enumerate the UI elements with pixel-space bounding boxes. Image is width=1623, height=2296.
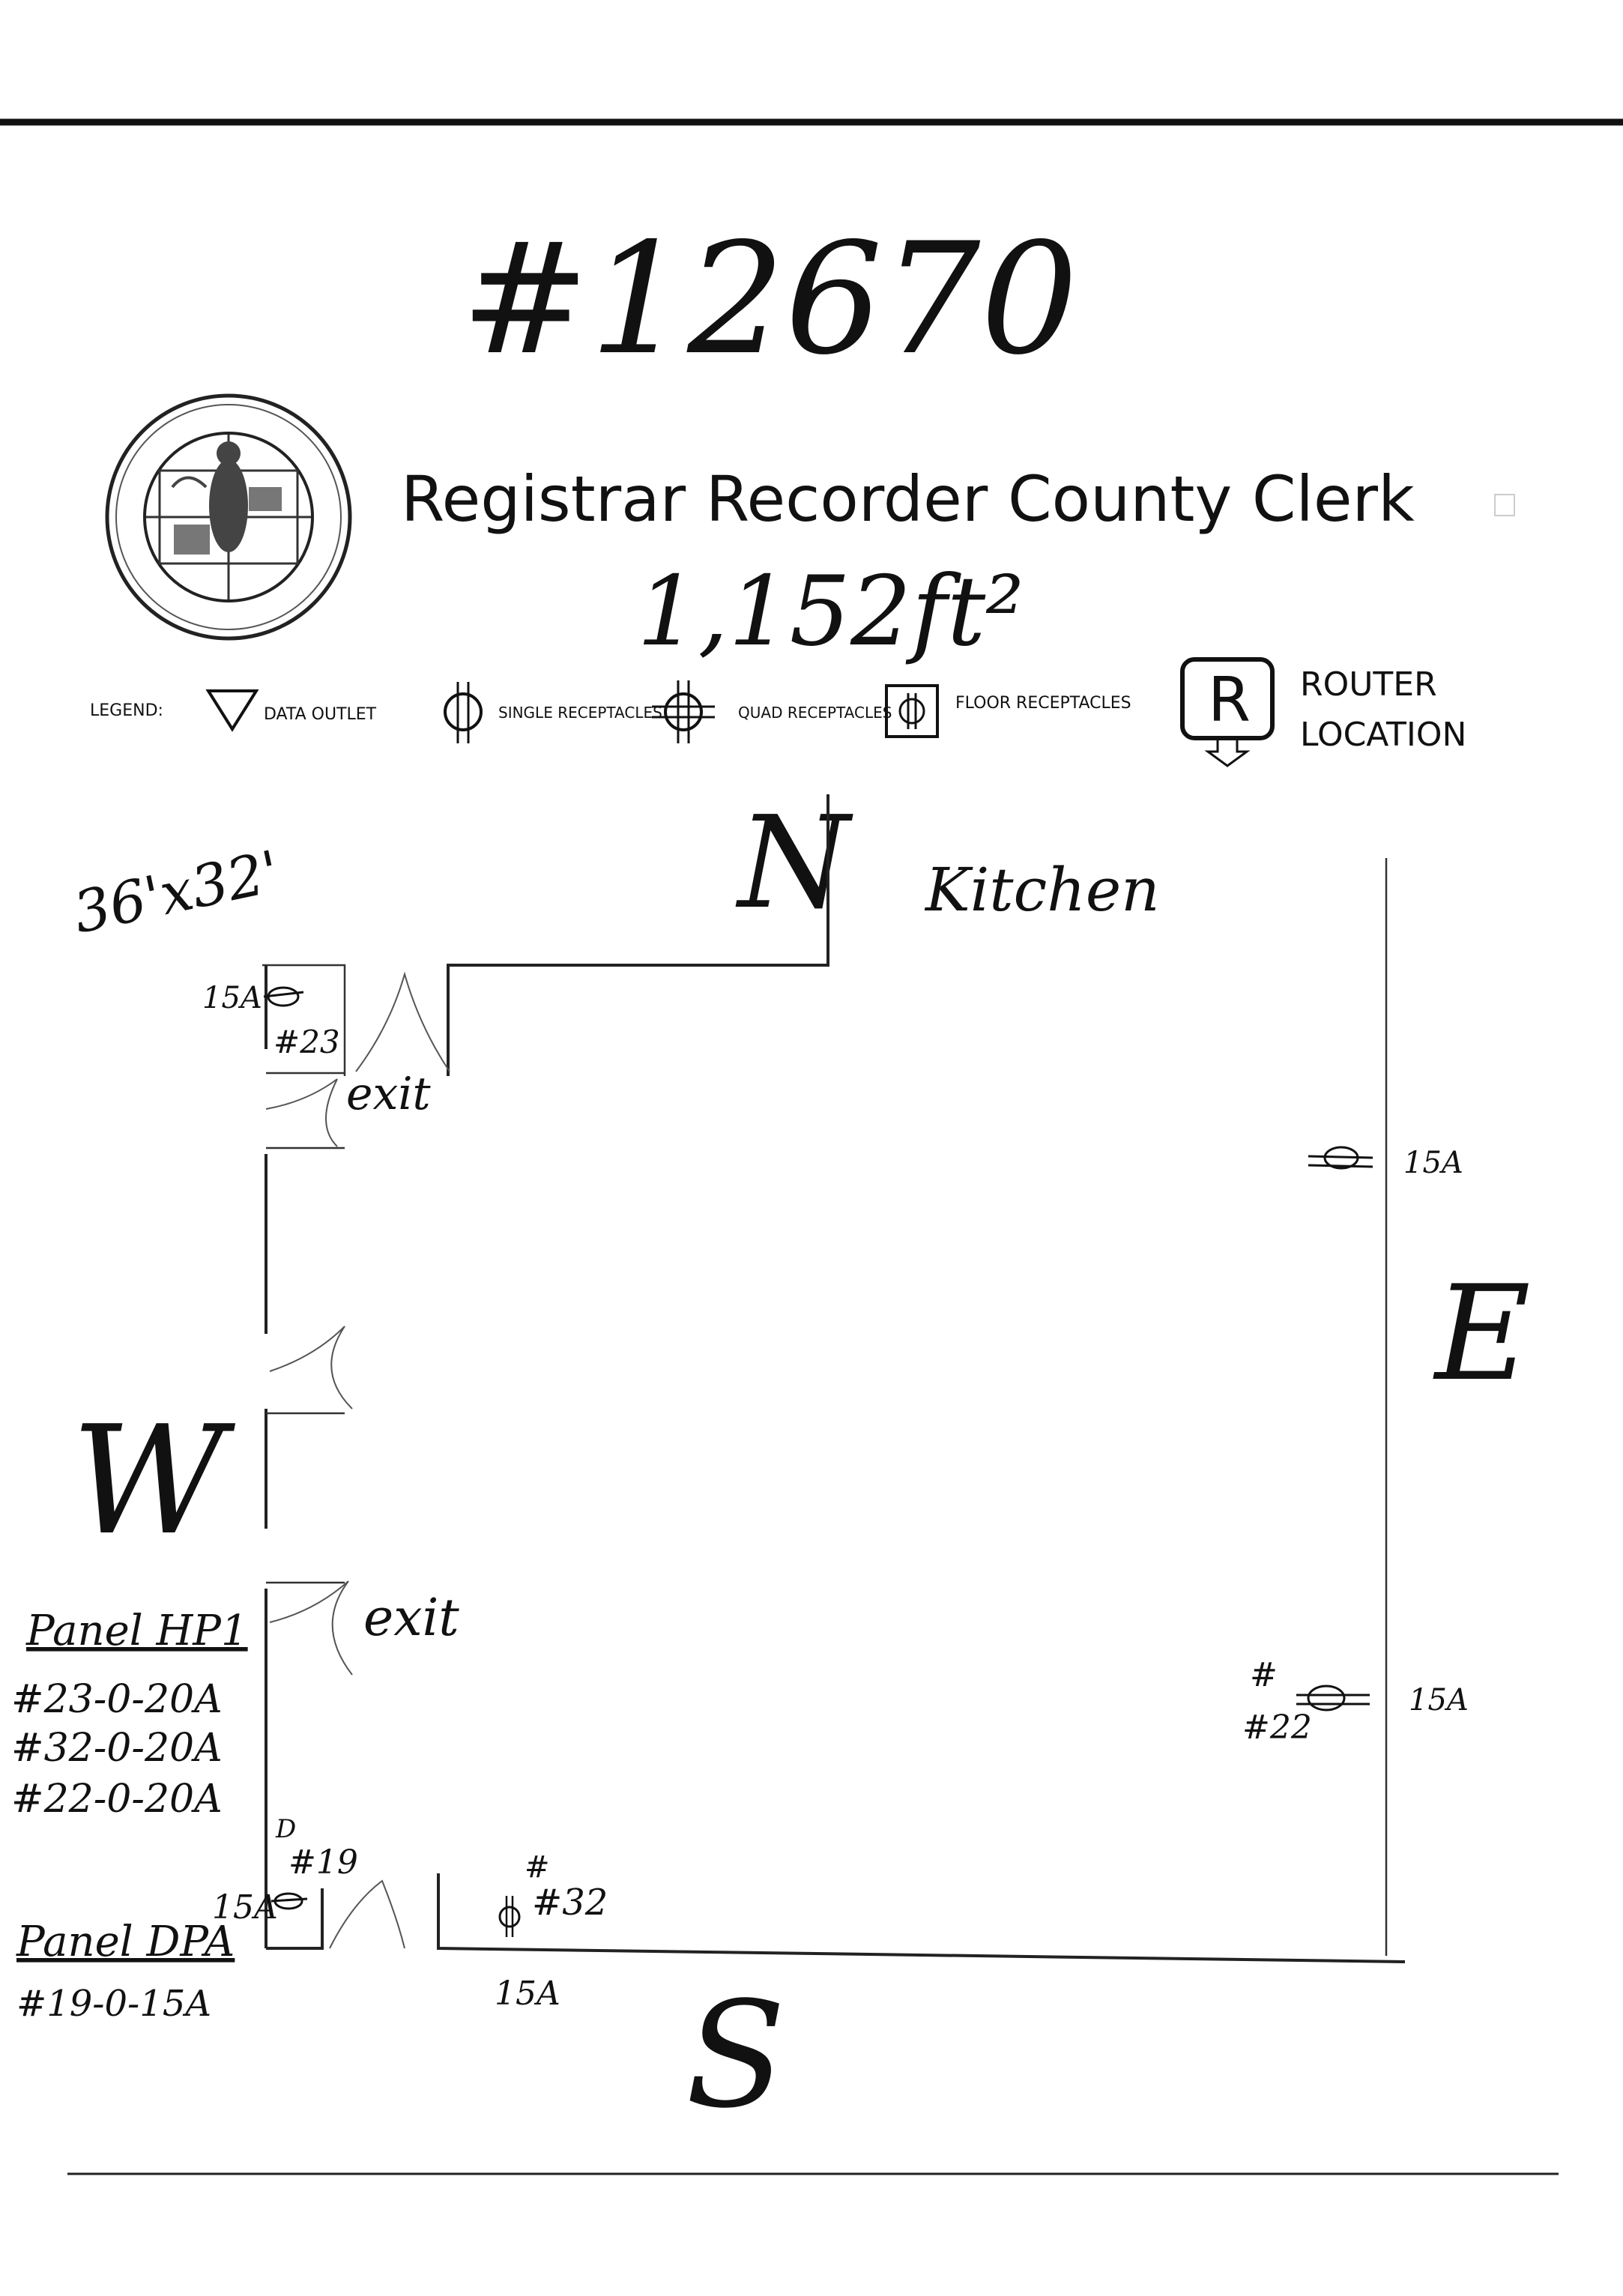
legend-quad-receptacle-label: QUAD RECEPTACLES: [738, 704, 892, 722]
legend-data-outlet-label: DATA OUTLET: [264, 705, 377, 724]
receptacle-19-mark: D: [275, 1814, 296, 1844]
receptacle-32-icon: [498, 1896, 521, 1937]
receptacle-32-id: #32: [532, 1882, 608, 1924]
legend-label: LEGEND:: [90, 701, 163, 720]
receptacle-32-mark: #: [525, 1850, 550, 1885]
receptacle-32-amps: 15A: [495, 1975, 560, 2013]
panel-hp1-circuit-3: #22-0-20A: [11, 1777, 223, 1822]
receptacle-22-id: #22: [1242, 1709, 1312, 1747]
receptacle-23-id: #23: [273, 1024, 340, 1060]
site-number: #12670: [461, 211, 1078, 389]
room-walls: [262, 794, 1406, 1963]
panel-dpa-name: Panel DPA: [16, 1918, 235, 1966]
panel-hp1-circuit-2: #32-0-20A: [11, 1726, 223, 1771]
receptacle-19-icon: [270, 1892, 308, 1910]
exit-label-lower: exit: [363, 1589, 459, 1648]
county-seal-icon: [105, 393, 352, 641]
faint-mark-icon: [1494, 494, 1515, 516]
compass-south: S: [686, 1970, 786, 2140]
receptacle-23-icon: [263, 986, 304, 1007]
receptacle-east-upper-icon: [1308, 1146, 1373, 1170]
data-outlet-triangle-icon: [205, 689, 259, 732]
exit-label-upper: exit: [346, 1068, 432, 1120]
door-swing-north: [355, 971, 450, 1072]
receptacle-23-amps: 15A: [202, 981, 262, 1015]
panel-hp1-name: Panel HP1: [25, 1607, 248, 1655]
router-icon: R: [1180, 657, 1275, 767]
panel-hp1-circuit-1: #23-0-20A: [11, 1677, 223, 1722]
quad-receptacle-icon: [652, 680, 715, 743]
floor-receptacle-icon: [885, 684, 939, 738]
receptacle-19-id: #19: [288, 1843, 358, 1882]
legend-router-label-line2: LOCATION: [1300, 716, 1466, 754]
legend-router-label-line1: ROUTER: [1300, 665, 1437, 704]
area-label: 1,152ft²: [637, 556, 1024, 668]
compass-west: W: [71, 1394, 236, 1568]
receptacle-22-mark: #: [1250, 1656, 1278, 1694]
compass-north: N: [735, 789, 853, 937]
legend-single-receptacle-label: SINGLE RECEPTACLES: [498, 704, 662, 722]
receptacle-22-amps: 15A: [1409, 1683, 1469, 1718]
door-swing-west-middle: [269, 1326, 353, 1410]
router-glyph: R: [1208, 665, 1251, 736]
compass-east: E: [1433, 1258, 1531, 1410]
door-swing-west-upper: [265, 1078, 338, 1147]
page-title: Registrar Recorder County Clerk: [401, 462, 1415, 536]
single-receptacle-icon: [444, 682, 483, 743]
receptacle-19-amps: 15A: [212, 1888, 278, 1927]
room-dimensions: 36'x32': [67, 838, 285, 946]
panel-dpa-circuit-1: #19-0-15A: [16, 1983, 211, 2025]
door-swing-south: [329, 1879, 405, 1949]
kitchen-label: Kitchen: [924, 855, 1160, 925]
legend-floor-receptacle-label: FLOOR RECEPTACLES: [955, 694, 1131, 713]
door-swing-west-lower: [269, 1580, 353, 1676]
receptacle-east-upper-amps: 15A: [1403, 1146, 1463, 1180]
receptacle-22-icon: [1296, 1685, 1370, 1712]
